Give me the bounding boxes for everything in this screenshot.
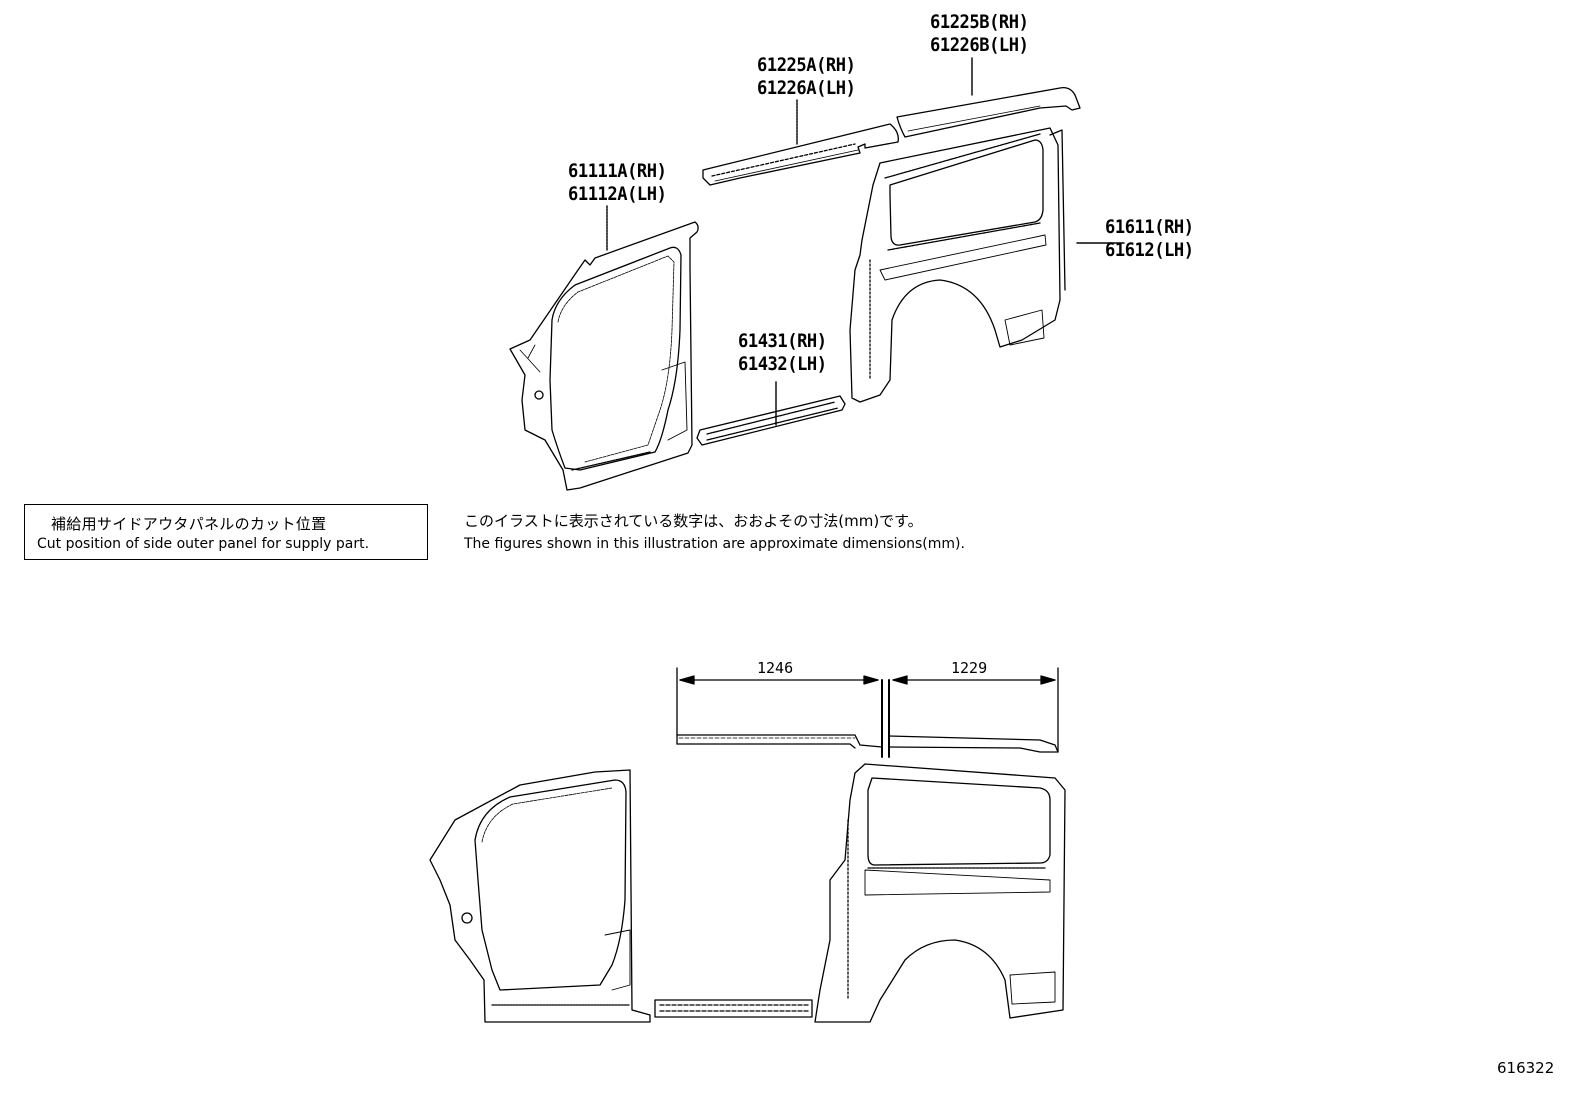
dimension-front-rail: 1246 <box>757 659 794 677</box>
callout-roof-rail-front: 61225A(RH) 61226A(LH) <box>757 54 856 100</box>
front-pillar-part <box>509 221 699 491</box>
leader-lines <box>606 57 1126 426</box>
callout-roof-rail-rear: 61225B(RH) 61226B(LH) <box>930 11 1029 57</box>
part-number-lh: 61112A(LH) <box>568 183 667 205</box>
rocker-panel-cut-view <box>654 999 813 1018</box>
dimension-lines <box>676 667 1059 758</box>
quarter-panel-cut-view <box>814 763 1066 1023</box>
part-number-lh: 61226B(LH) <box>930 34 1029 56</box>
part-number-lh: 61226A(LH) <box>757 77 856 99</box>
cut-position-note-box: 補給用サイドアウタパネルのカット位置 Cut position of side … <box>24 504 428 560</box>
dimensions-note-en: The figures shown in this illustration a… <box>464 536 965 552</box>
roof-rail-cut-view <box>676 734 1059 753</box>
callout-quarter-panel: 61611(RH) 61612(LH) <box>1105 216 1194 262</box>
dimension-rear-rail: 1229 <box>951 659 988 677</box>
part-number-rh: 61225B(RH) <box>930 11 1029 33</box>
cut-position-note-en: Cut position of side outer panel for sup… <box>37 536 370 552</box>
dimensions-note: このイラストに表示されている数字は、おおよその寸法(mm)です。 The fig… <box>464 511 965 554</box>
front-pillar-cut-view <box>429 769 651 1023</box>
figure-id: 616322 <box>1497 1059 1555 1077</box>
quarter-panel-part <box>849 127 1066 403</box>
part-number-rh: 61611(RH) <box>1105 216 1194 238</box>
part-number-rh: 61225A(RH) <box>757 54 856 76</box>
cut-position-note-jp: 補給用サイドアウタパネルのカット位置 <box>51 515 327 533</box>
callout-rocker-panel: 61431(RH) 61432(LH) <box>738 330 827 376</box>
roof-rail-rear-part <box>896 87 1081 138</box>
callout-front-pillar: 61111A(RH) 61112A(LH) <box>568 160 667 206</box>
dimensions-note-jp: このイラストに表示されている数字は、おおよその寸法(mm)です。 <box>464 512 923 530</box>
part-number-rh: 61111A(RH) <box>568 160 667 182</box>
part-number-rh: 61431(RH) <box>738 330 827 352</box>
rocker-panel-part <box>696 395 846 446</box>
part-number-lh: 61612(LH) <box>1105 239 1194 261</box>
roof-rail-front-part <box>702 123 899 186</box>
part-number-lh: 61432(LH) <box>738 353 827 375</box>
